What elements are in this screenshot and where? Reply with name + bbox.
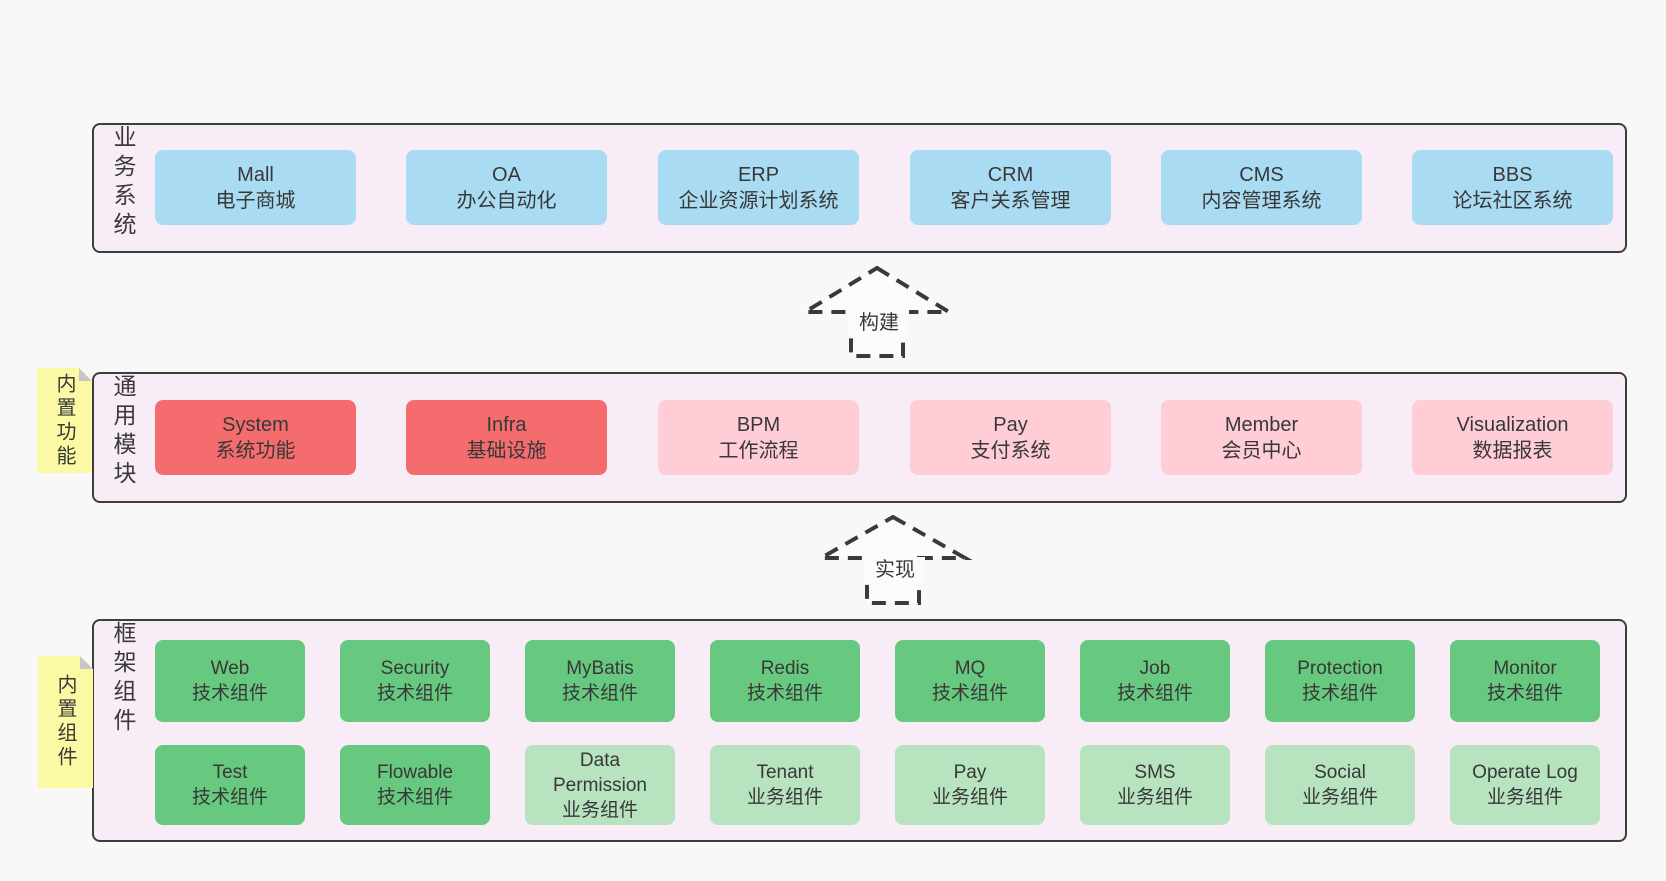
- box-flowable: Flowable 技术组件: [340, 745, 490, 825]
- box-data-permission: Data Permission 业务组件: [525, 745, 675, 825]
- box-title: Pay: [993, 413, 1028, 436]
- box-title: BBS: [1492, 163, 1533, 186]
- box-pay: Pay 支付系统: [910, 400, 1111, 475]
- box-web: Web 技术组件: [155, 640, 305, 722]
- box-title: Redis: [760, 658, 810, 679]
- box-subtitle: 办公自动化: [456, 189, 557, 212]
- band-label-common-modules: 通用模块: [110, 374, 136, 490]
- box-mall: Mall 电子商城: [155, 150, 356, 225]
- folded-corner-icon: [79, 368, 92, 381]
- band-business-systems: 业务系统 Mall 电子商城 OA 办公自动化 ERP 企业资源计划系统 CRM 客户关系管理…: [92, 123, 1627, 253]
- box-pay: Pay 业务组件: [895, 745, 1045, 825]
- box-subtitle: 业务组件: [931, 787, 1008, 808]
- box-test: Test 技术组件: [155, 745, 305, 825]
- box-subtitle: 技术组件: [746, 683, 823, 704]
- box-sms: SMS 业务组件: [1080, 745, 1230, 825]
- box-subtitle: 企业资源计划系统: [678, 189, 839, 212]
- box-title: Job: [1139, 658, 1171, 679]
- box-title: Pay: [953, 762, 987, 783]
- box-bpm: BPM 工作流程: [658, 400, 859, 475]
- box-subtitle: 业务组件: [561, 799, 638, 821]
- box-title: CRM: [987, 163, 1034, 186]
- box-title: SMS: [1134, 762, 1176, 783]
- sticky-note-builtin-features: 内置功能: [37, 368, 92, 473]
- box-title: Visualization: [1456, 413, 1569, 436]
- box-oa: OA 办公自动化: [406, 150, 607, 225]
- arrow-label-implement: 实现: [865, 557, 925, 583]
- box-infra: Infra 基础设施: [406, 400, 607, 475]
- box-title: Mall: [237, 163, 274, 186]
- box-title: Infra: [486, 413, 527, 436]
- box-title: Tenant: [756, 762, 814, 783]
- box-title: Test: [212, 762, 248, 783]
- box-title: Social: [1314, 762, 1366, 783]
- box-title: Security: [380, 658, 450, 679]
- box-protection: Protection 技术组件: [1265, 640, 1415, 722]
- box-subtitle: 会员中心: [1221, 439, 1302, 462]
- box-mybatis: MyBatis 技术组件: [525, 640, 675, 722]
- sticky-note-builtin-components: 内置组件: [38, 656, 93, 788]
- box-title: Monitor: [1493, 658, 1557, 679]
- box-operate-log: Operate Log 业务组件: [1450, 745, 1600, 825]
- box-title: Protection: [1297, 658, 1383, 679]
- box-subtitle: 论坛社区系统: [1452, 189, 1573, 212]
- box-bbs: BBS 论坛社区系统: [1412, 150, 1613, 225]
- box-security: Security 技术组件: [340, 640, 490, 722]
- box-crm: CRM 客户关系管理: [910, 150, 1111, 225]
- box-system: System 系统功能: [155, 400, 356, 475]
- box-subtitle: 技术组件: [1486, 683, 1563, 704]
- box-title: MQ: [954, 658, 986, 679]
- sticky-note-label: 内置组件: [54, 674, 76, 770]
- band-label-framework-components: 框架组件: [110, 621, 136, 737]
- box-title: Web: [210, 658, 250, 679]
- box-subtitle: 业务组件: [1486, 787, 1563, 808]
- sticky-note-label: 内置功能: [53, 372, 75, 469]
- box-cms: CMS 内容管理系统: [1161, 150, 1362, 225]
- box-subtitle: 业务组件: [1301, 787, 1378, 808]
- box-title: OA: [492, 163, 521, 186]
- box-title: Member: [1224, 413, 1299, 436]
- box-subtitle: 系统功能: [215, 439, 296, 462]
- box-subtitle: 客户关系管理: [950, 189, 1071, 212]
- box-subtitle: 技术组件: [191, 683, 268, 704]
- box-subtitle: 技术组件: [561, 683, 638, 704]
- band-common-modules: 通用模块 System 系统功能 Infra 基础设施 BPM 工作流程 Pay 支付系统 Me…: [92, 372, 1627, 503]
- box-subtitle: 电子商城: [215, 189, 296, 212]
- box-subtitle: 业务组件: [1116, 787, 1193, 808]
- box-job: Job 技术组件: [1080, 640, 1230, 722]
- box-title: CMS: [1239, 163, 1284, 186]
- box-title: MyBatis: [566, 658, 634, 679]
- box-subtitle: 技术组件: [931, 683, 1008, 704]
- box-social: Social 业务组件: [1265, 745, 1415, 825]
- box-subtitle: 业务组件: [746, 787, 823, 808]
- box-title: Flowable: [376, 762, 454, 783]
- box-member: Member 会员中心: [1161, 400, 1362, 475]
- box-subtitle: 技术组件: [376, 683, 453, 704]
- box-subtitle: 支付系统: [970, 439, 1051, 462]
- box-subtitle: 技术组件: [1301, 683, 1378, 704]
- box-mq: MQ 技术组件: [895, 640, 1045, 722]
- box-subtitle: 内容管理系统: [1201, 189, 1322, 212]
- box-subtitle: 技术组件: [376, 787, 453, 808]
- box-title: Data Permission: [553, 749, 647, 796]
- box-subtitle: 基础设施: [466, 439, 547, 462]
- box-subtitle: 技术组件: [1116, 683, 1193, 704]
- box-tenant: Tenant 业务组件: [710, 745, 860, 825]
- band-label-business-systems: 业务系统: [110, 125, 136, 241]
- box-monitor: Monitor 技术组件: [1450, 640, 1600, 722]
- box-title: System: [222, 413, 289, 436]
- box-redis: Redis 技术组件: [710, 640, 860, 722]
- box-title: BPM: [736, 413, 781, 436]
- box-visualization: Visualization 数据报表: [1412, 400, 1613, 475]
- arrow-label-build: 构建: [849, 310, 909, 336]
- box-subtitle: 技术组件: [191, 787, 268, 808]
- box-title: Operate Log: [1472, 762, 1578, 783]
- box-title: ERP: [737, 163, 780, 186]
- box-erp: ERP 企业资源计划系统: [658, 150, 859, 225]
- box-subtitle: 工作流程: [718, 439, 799, 462]
- box-subtitle: 数据报表: [1472, 439, 1553, 462]
